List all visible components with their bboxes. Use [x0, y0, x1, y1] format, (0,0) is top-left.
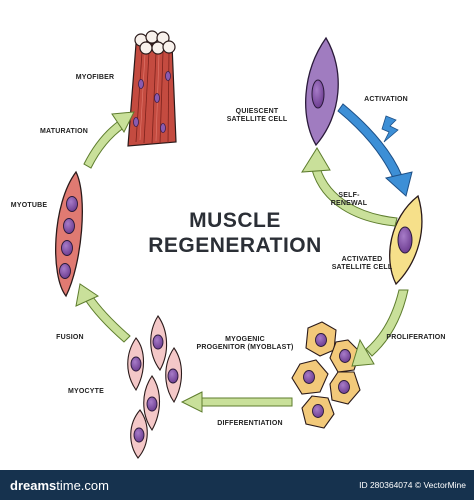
title-line2: REGENERATION — [148, 234, 322, 257]
activation-arrow — [337, 103, 413, 197]
myocyte-cluster — [127, 315, 183, 459]
proliferation-arrow — [351, 289, 409, 367]
label-activated-satellite-cell: ACTIVATED SATELLITE CELL — [330, 256, 394, 272]
label-myoblast-line1: MYOGENIC — [225, 336, 265, 343]
image-id-credit: ID 280364074 © VectorMine — [359, 480, 466, 490]
label-self-renewal-line2: RENEWAL — [330, 200, 368, 207]
label-self-renewal: SELF- RENEWAL — [327, 192, 371, 208]
quiescent-satellite-cell — [305, 36, 339, 147]
diagram-canvas: MYOFIBER QUIESCENT SATELLITE CELL ACTIVA… — [10, 30, 446, 459]
label-quiescent-satellite-cell: QUIESCENT SATELLITE CELL — [217, 108, 297, 124]
label-quiescent-line1: QUIESCENT — [235, 108, 279, 115]
myoblast-cluster — [291, 321, 361, 429]
label-myogenic-progenitor: MYOGENIC PROGENITOR (MYOBLAST) — [193, 336, 297, 352]
self-renewal-arrow — [301, 147, 398, 227]
label-myofiber: MYOFIBER — [75, 74, 115, 81]
label-myotube: MYOTUBE — [10, 202, 48, 209]
label-activation: ACTIVATION — [364, 96, 408, 103]
label-proliferation: PROLIFERATION — [386, 334, 446, 341]
lightning-icon — [381, 115, 399, 143]
differentiation-arrow — [180, 391, 293, 413]
footer-bar: dreamstime.com ID 280364074 © VectorMine — [0, 470, 474, 500]
maturation-arrow — [83, 111, 135, 169]
fusion-arrow — [75, 283, 131, 343]
label-myocyte: MYOCYTE — [67, 388, 104, 395]
title-line1: MUSCLE — [189, 209, 281, 232]
label-differentiation: DIFFERENTIATION — [217, 420, 283, 427]
brand-logo[interactable]: dreamstime.com — [10, 478, 109, 493]
label-myoblast-line2: PROGENITOR (MYOBLAST) — [196, 344, 294, 351]
activated-satellite-cell — [389, 194, 423, 286]
brand-prefix: dreams — [10, 478, 57, 493]
label-fusion: FUSION — [56, 334, 84, 341]
label-self-renewal-line1: SELF- — [338, 192, 360, 199]
diagram-svg — [55, 30, 423, 459]
myotube-cell — [55, 170, 83, 298]
label-activated-line1: ACTIVATED — [341, 256, 383, 263]
brand-suffix: time.com — [56, 478, 109, 493]
label-maturation: MATURATION — [39, 128, 88, 135]
diagram-title: MUSCLE REGENERATION — [140, 208, 330, 258]
label-quiescent-line2: SATELLITE CELL — [226, 116, 288, 123]
label-activated-line2: SATELLITE CELL — [331, 264, 393, 271]
myofiber-illustration — [127, 30, 177, 147]
